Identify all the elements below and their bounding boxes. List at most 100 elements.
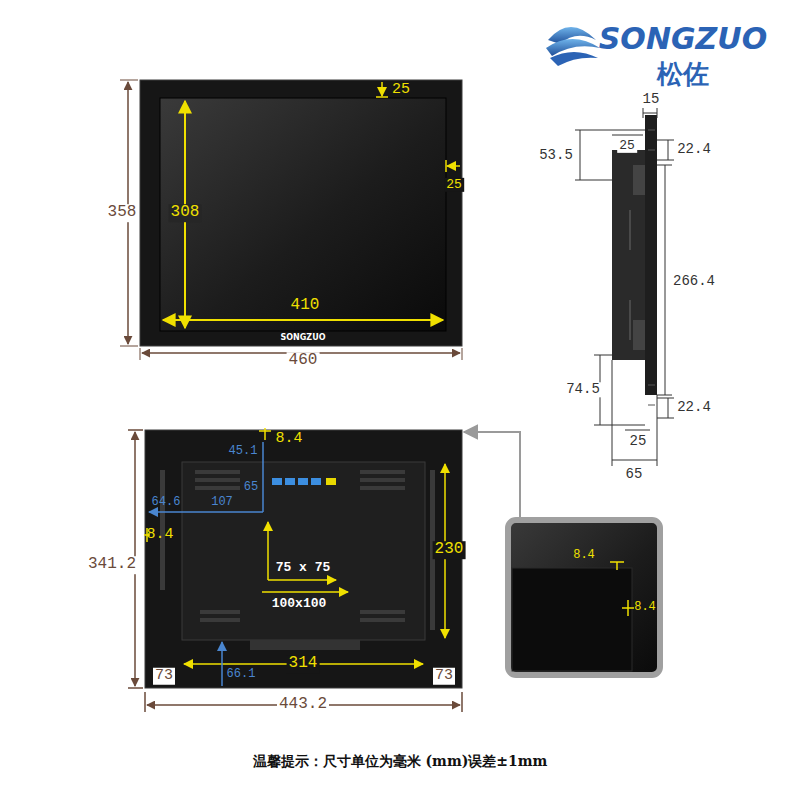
drawing-part	[285, 478, 295, 485]
drawing-part	[200, 618, 240, 622]
drawing-part	[360, 610, 405, 614]
drawing-part	[145, 430, 462, 688]
drawing-part	[657, 140, 674, 141]
drawing-part	[360, 470, 405, 474]
drawing-part	[272, 478, 336, 485]
dimension-label: 25	[390, 82, 412, 99]
drawing-part	[464, 432, 520, 518]
drawing-part	[120, 346, 138, 347]
side-view	[575, 108, 674, 466]
bezel-logo: SONGZUO	[279, 334, 328, 343]
dimension-label: 443.2	[277, 696, 329, 714]
logo-icon	[546, 27, 600, 66]
drawing-part	[262, 522, 348, 592]
drawing-part	[648, 130, 655, 131]
mounting-dimension: 66.1	[225, 668, 258, 681]
drawing-part	[612, 460, 657, 461]
drawing-part	[128, 429, 143, 431]
drawing-part	[381, 82, 383, 96]
dimension-label: 25	[617, 139, 637, 153]
drawing-part	[648, 405, 655, 406]
drawing-part	[512, 568, 632, 671]
drawing-part	[612, 135, 643, 136]
drawing-part	[657, 418, 674, 419]
drawing-part	[360, 486, 405, 490]
drawing-part	[550, 52, 598, 66]
drawing-part	[221, 642, 223, 686]
mounting-dimension: 107	[209, 496, 235, 509]
front-view	[120, 80, 462, 360]
drawing-part	[665, 165, 666, 395]
mounting-dimension: 45.1	[227, 445, 260, 458]
drawing-part	[326, 478, 336, 485]
drawing-part	[262, 442, 264, 512]
drawing-part	[462, 348, 463, 360]
unit-note: 温馨提示：尺寸单位为毫米 (mm)误差±1mm	[253, 753, 548, 771]
drawing-part	[461, 692, 463, 712]
detail-inset	[464, 432, 660, 675]
drawing-part	[268, 579, 336, 581]
vesa-label: 75 x 75	[274, 561, 333, 575]
drawing-part	[594, 425, 645, 426]
dimension-label: 15	[641, 92, 662, 107]
dimension-label: 25	[444, 178, 464, 192]
drawing-part	[629, 300, 631, 340]
drawing-part	[272, 478, 282, 485]
drawing-part	[445, 160, 447, 172]
dimension-label: 314	[287, 655, 320, 673]
drawing-part	[149, 442, 263, 686]
drawing-part	[657, 395, 672, 396]
dimension-label: 25	[628, 434, 649, 449]
drawing-part	[259, 430, 271, 432]
dimension-label: 460	[287, 352, 320, 370]
drawing-part	[594, 355, 612, 356]
drawing-part	[657, 165, 672, 166]
drawing-part	[612, 360, 613, 466]
drawing-part	[629, 210, 631, 340]
dimension-label: 308	[169, 204, 202, 222]
drawing-part	[668, 398, 669, 418]
drawing-part	[575, 108, 674, 466]
drawing-part	[575, 130, 645, 131]
drawing-part	[633, 320, 645, 350]
drawing-part	[668, 140, 669, 160]
dimension-label: 410	[289, 297, 322, 315]
dimension-label: 73	[433, 668, 455, 685]
drawing-part	[580, 130, 581, 180]
drawing-part	[633, 165, 645, 195]
dimension-label: 8.4	[273, 431, 304, 448]
drawing-part	[629, 210, 631, 250]
drawing-part	[298, 478, 308, 485]
drawing-part	[612, 150, 645, 360]
dimension-label: 74.5	[564, 382, 602, 397]
dimension-label: 22.4	[675, 400, 713, 415]
dimension-label: 341.2	[86, 556, 138, 574]
drawing-part	[250, 640, 360, 650]
drawing-part	[195, 486, 240, 490]
drawing-part	[311, 478, 321, 485]
drawing-part	[657, 398, 674, 399]
drawing-part	[163, 319, 443, 321]
drawing-part	[625, 430, 650, 431]
drawing-part	[376, 96, 388, 98]
back-view	[128, 428, 462, 712]
dimension-label: 358	[106, 204, 139, 222]
drawing-part	[508, 520, 660, 675]
dimension-label: 53.5	[537, 148, 575, 163]
drawing-part	[575, 180, 612, 181]
drawing-part	[648, 150, 655, 151]
vesa-label: 100x100	[270, 597, 329, 611]
mounting-dimension: 64.6	[150, 496, 183, 509]
drawing-part	[195, 478, 240, 482]
drawing-part	[200, 610, 240, 614]
drawing-part	[160, 98, 446, 331]
drawing-part	[643, 108, 644, 118]
mounting-dimension: 65	[242, 481, 260, 494]
drawing-part	[182, 462, 425, 640]
dimension-label: 230	[433, 541, 466, 559]
dimension-label: 266.4	[671, 274, 717, 289]
drawing-part	[447, 165, 460, 167]
dimension-label: 65	[624, 467, 645, 482]
drawing-part	[160, 470, 435, 630]
